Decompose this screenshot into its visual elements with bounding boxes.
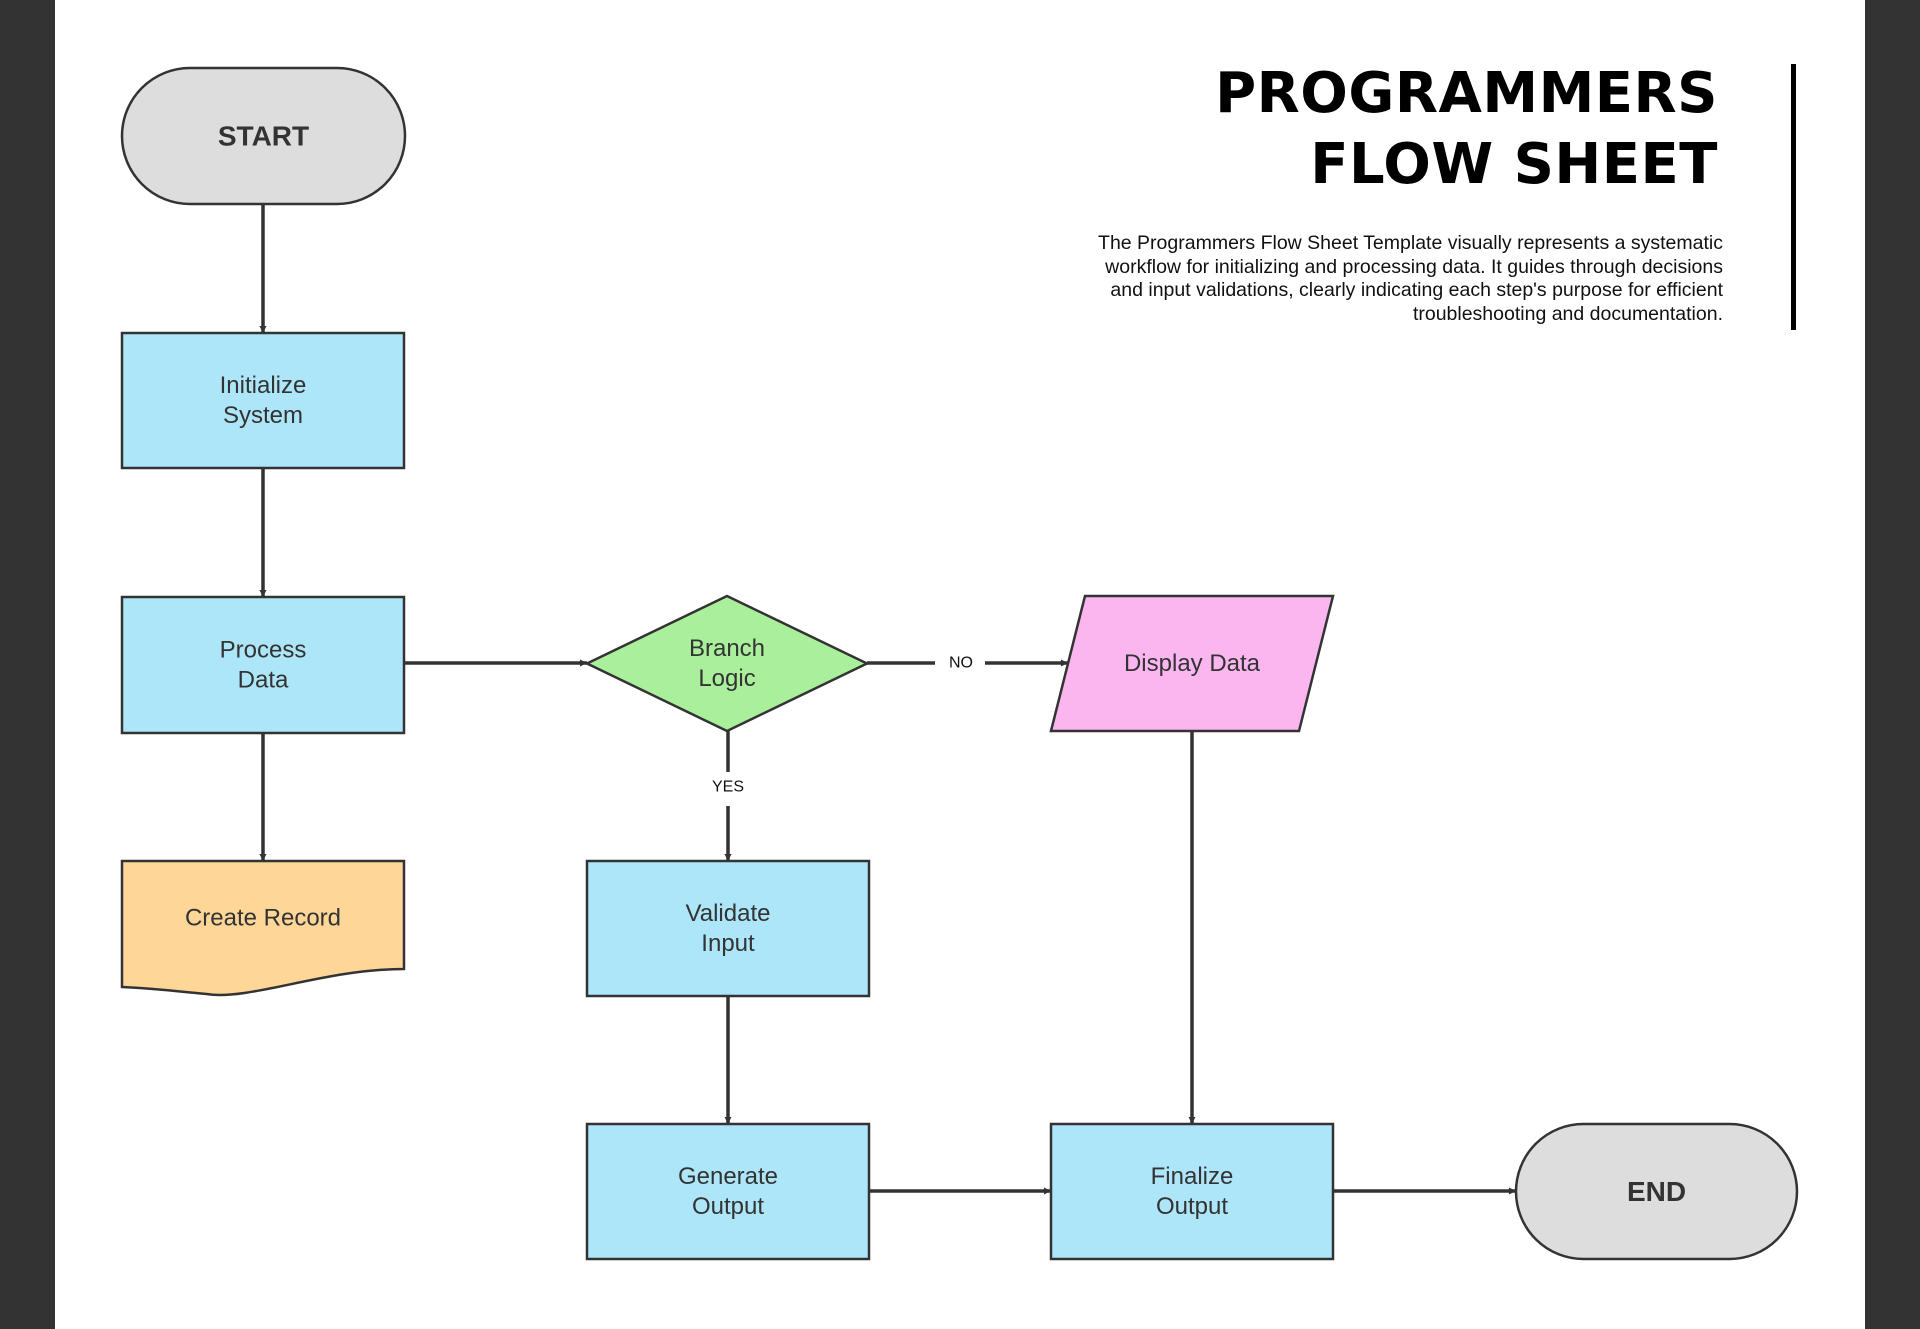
node-generate-label: Output [692,1193,764,1220]
title-line-2: FLOW SHEET [1310,132,1718,197]
node-finalize-shape [1049,1122,1335,1261]
node-start-shape [120,66,407,206]
node-validate-label: Validate [686,900,771,927]
flowchart: NO YES START InitializeSystemProcessDataCr… [120,66,1799,1261]
node-branch-label: Branch [689,635,765,662]
node-finalize-label: Output [1156,1193,1228,1220]
node-create-record-shape [120,859,406,997]
node-start[interactable]: START [120,66,407,206]
node-generate-label: Generate [678,1163,778,1190]
edge-branch-to-validate: YES [712,731,744,861]
node-create-record-label: Create Record [185,905,341,932]
node-process-label: Process [220,637,307,664]
title-line-1: PROGRAMMERS [1215,61,1718,126]
edge-label-no: NO [949,655,973,672]
node-create-record[interactable]: Create Record [120,859,406,997]
node-process-shape [120,595,406,735]
node-initialize-label: System [223,402,303,429]
node-generate-shape [585,1122,871,1261]
node-end-label: END [1627,1176,1686,1207]
node-end-shape [1514,1122,1799,1261]
node-display-shape [1049,594,1335,733]
page-description: The Programmers Flow Sheet Template visu… [1098,232,1723,325]
edge-branch-to-display: NO [867,655,1068,672]
node-initialize-shape [120,331,406,470]
node-validate-label: Input [701,930,755,957]
node-end[interactable]: END [1514,1122,1799,1261]
edge-label-yes: YES [712,779,744,796]
node-start-label: START [218,121,309,152]
title-accent-bar [1791,64,1796,330]
node-finalize-label: Finalize [1151,1163,1234,1190]
node-validate-shape [585,859,871,998]
node-branch-shape [584,594,870,733]
node-branch-label: Logic [698,665,755,692]
node-display[interactable]: Display Data [1049,594,1335,733]
node-process-label: Data [238,667,289,694]
node-initialize-label: Initialize [220,372,307,399]
page-title: PROGRAMMERS FLOW SHEET [1215,58,1718,200]
node-display-label: Display Data [1124,650,1261,677]
flow-sheet-page: PROGRAMMERS FLOW SHEET The Programmers F… [55,0,1865,1329]
